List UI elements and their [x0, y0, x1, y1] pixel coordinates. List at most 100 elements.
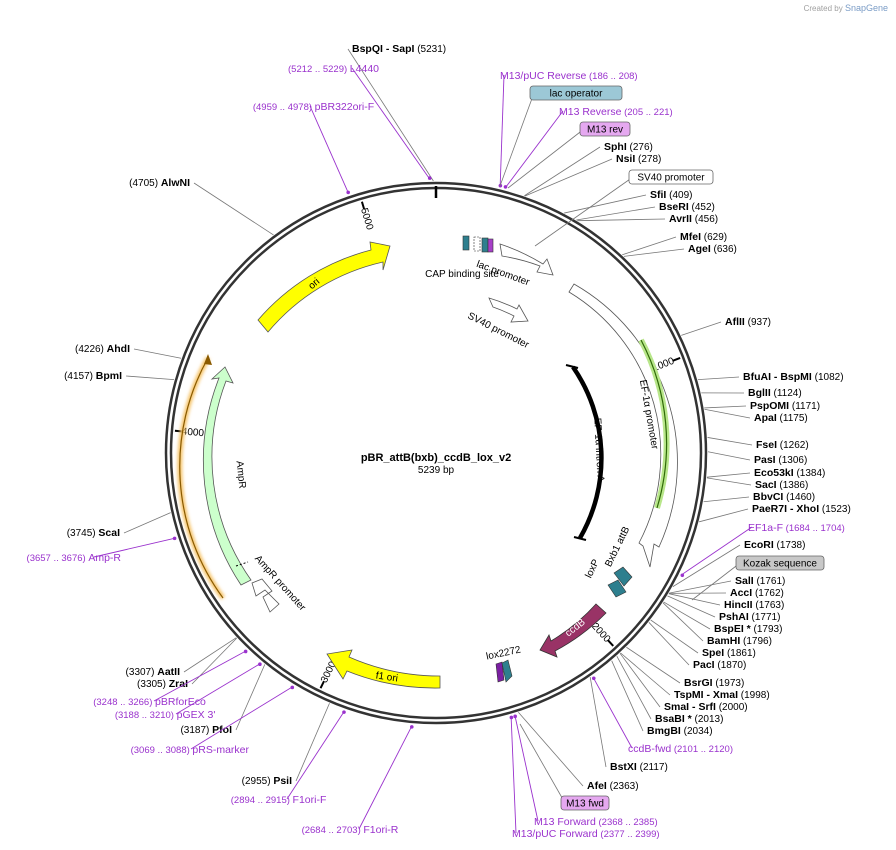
- primer-label: (2684 .. 2703) F1ori-R: [302, 824, 399, 836]
- brand-name: SnapGene: [844, 3, 888, 13]
- primer-arrow-amp: [179, 357, 224, 599]
- feature-lac-operator-block: [473, 236, 481, 252]
- site-leader: [524, 158, 613, 197]
- site-label: AflII (937): [725, 316, 771, 328]
- primer-label: (2894 .. 2915) F1ori-F: [231, 794, 327, 806]
- site-label: (3307) AatII: [126, 666, 181, 678]
- boxed-label-leader: [499, 92, 535, 187]
- plasmid-name: pBR_attB(bxb)_ccdB_lox_v2: [361, 452, 511, 464]
- boxed-label-box: [628, 169, 714, 185]
- site-label: SfiI (409): [650, 189, 692, 201]
- primer-tick: [346, 190, 350, 195]
- site-leader: [707, 451, 751, 461]
- tick-mark: [672, 356, 681, 362]
- site-label: HincII (1763): [724, 599, 784, 611]
- site-leader: [699, 508, 749, 523]
- boxed-label-box: [529, 85, 623, 101]
- feature-ccdb: [539, 603, 607, 658]
- site-label: PasI (1306): [754, 454, 807, 466]
- site-label: BsrGI (1973): [684, 677, 744, 689]
- snapgene-brand: Created by SnapGene: [804, 3, 888, 13]
- primer-tick: [243, 649, 248, 654]
- feature-lox2272: [495, 661, 505, 683]
- site-leader: [623, 248, 685, 257]
- boxed-label-leader: [519, 723, 566, 804]
- site-leader: [524, 146, 601, 197]
- site-label: BspQI - SapI (5231): [352, 43, 446, 55]
- site-label: BglII (1124): [748, 387, 802, 399]
- site-leader: [650, 619, 699, 654]
- site-label: AgeI (636): [688, 243, 737, 255]
- feature-label-lox2272: lox2272: [485, 644, 522, 662]
- primer-tick: [409, 725, 414, 729]
- boxed-label-text: M13 fwd: [566, 799, 604, 810]
- primer-tick: [591, 676, 596, 681]
- site-label: BbvCI (1460): [753, 491, 815, 503]
- intron-cap-bottom: [573, 536, 587, 541]
- site-label: (2955) PsiI: [242, 775, 292, 787]
- feature-label-f1-ori: f1 ori: [375, 670, 399, 684]
- feature-loxp: [607, 579, 627, 598]
- primer-tick: [172, 536, 177, 541]
- primer-label: M13/pUC Reverse (186 .. 208): [500, 70, 638, 82]
- primer-leader: [175, 663, 261, 715]
- primer-leader: [358, 725, 413, 830]
- primer-tick: [342, 710, 346, 714]
- primer-label: M13/pUC Forward (2377 .. 2399): [512, 828, 660, 840]
- site-leader: [518, 711, 584, 787]
- site-label: AvrII (456): [669, 213, 718, 225]
- primer-leader: [351, 67, 431, 180]
- site-label: (4226) AhdI: [75, 343, 130, 355]
- boxed-label-leader: [534, 176, 634, 247]
- feature-ampr-promoter: [251, 578, 280, 613]
- tick-mark: [360, 201, 366, 210]
- primer-leader: [510, 716, 517, 834]
- site-label: PspOMI (1171): [750, 400, 820, 412]
- site-leader: [706, 472, 751, 478]
- primer-label: (3069 .. 3088) pRS-marker: [131, 744, 250, 756]
- brand-prefix: Created by: [803, 4, 843, 13]
- site-label: BmgBI (2034): [647, 725, 713, 737]
- site-leader: [611, 660, 644, 732]
- boxed-label-box: [579, 121, 631, 137]
- primer-tick: [503, 185, 508, 189]
- site-label: (3305) ZraI: [137, 678, 188, 690]
- tick-label: 4000: [181, 426, 205, 439]
- site-leader: [668, 593, 721, 606]
- site-label: AfeI (2363): [587, 780, 639, 792]
- site-label: BamHI (1796): [707, 635, 772, 647]
- site-label: (3187) PfoI: [180, 724, 232, 736]
- primer-leader: [681, 526, 753, 576]
- tick-label: 5000: [358, 207, 375, 232]
- primer-leader: [286, 710, 345, 800]
- boxed-label-leader: [691, 562, 741, 601]
- feature-m13rev-block2: [487, 238, 494, 253]
- boxed-label-text: M13 rev: [587, 125, 623, 136]
- primer-label: (3248 .. 3266) pBRforEco: [93, 696, 206, 708]
- feature-ef1a-intron: [571, 365, 604, 540]
- site-label: (3745) ScaI: [67, 527, 120, 539]
- site-leader: [123, 512, 171, 534]
- site-leader: [619, 653, 661, 708]
- feature-lac-promoter: [499, 243, 554, 276]
- primer-arrow-amp-head: [204, 354, 212, 365]
- plasmid-length: 5239 bp: [418, 465, 455, 476]
- primer-label: (5212 .. 5229) L4440: [288, 63, 379, 75]
- site-leader: [662, 602, 704, 642]
- site-leader: [193, 182, 274, 236]
- site-label: BspEI * (1793): [714, 623, 782, 635]
- feature-label-ef1a-intron: EF-1α intron A: [591, 418, 605, 483]
- primer-leader: [153, 650, 247, 702]
- site-leader: [704, 408, 751, 419]
- site-leader: [183, 637, 237, 673]
- primer-tick: [290, 685, 295, 690]
- site-label: PacI (1870): [693, 659, 746, 671]
- primer-tick: [509, 715, 514, 720]
- site-label: EcoRI (1738): [744, 539, 805, 551]
- intron-cap-top: [565, 364, 579, 369]
- primer-tick: [680, 573, 685, 578]
- feature-ori: [257, 241, 391, 333]
- primer-label: (3188 .. 3210) pGEX 3': [115, 709, 216, 721]
- site-label: Eco53kI (1384): [754, 467, 825, 479]
